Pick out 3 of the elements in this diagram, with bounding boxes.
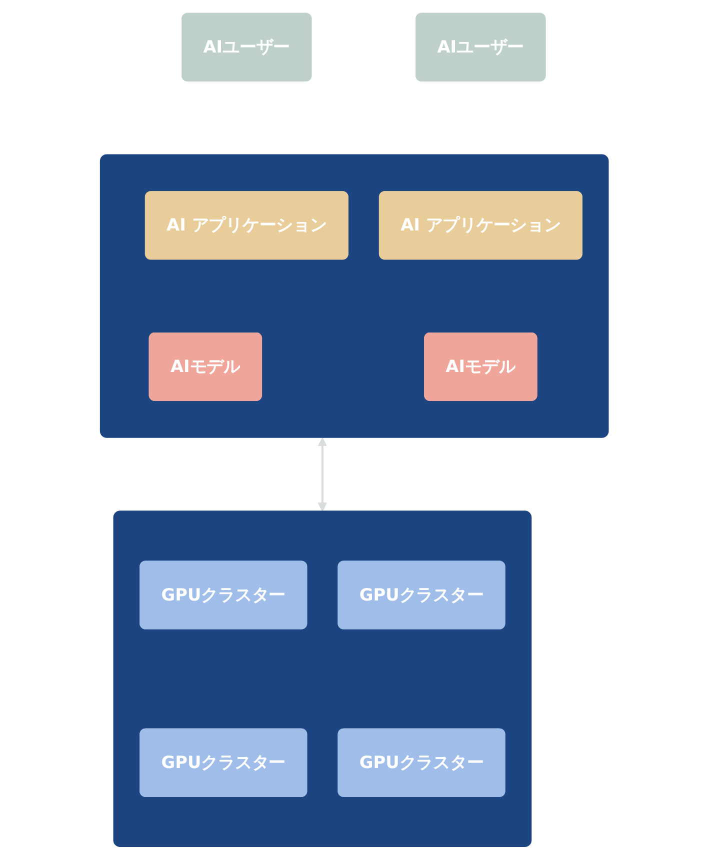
cluster bbox=[112, 510, 532, 847]
arrow bbox=[317, 436, 327, 512]
cluster bbox=[100, 154, 608, 438]
